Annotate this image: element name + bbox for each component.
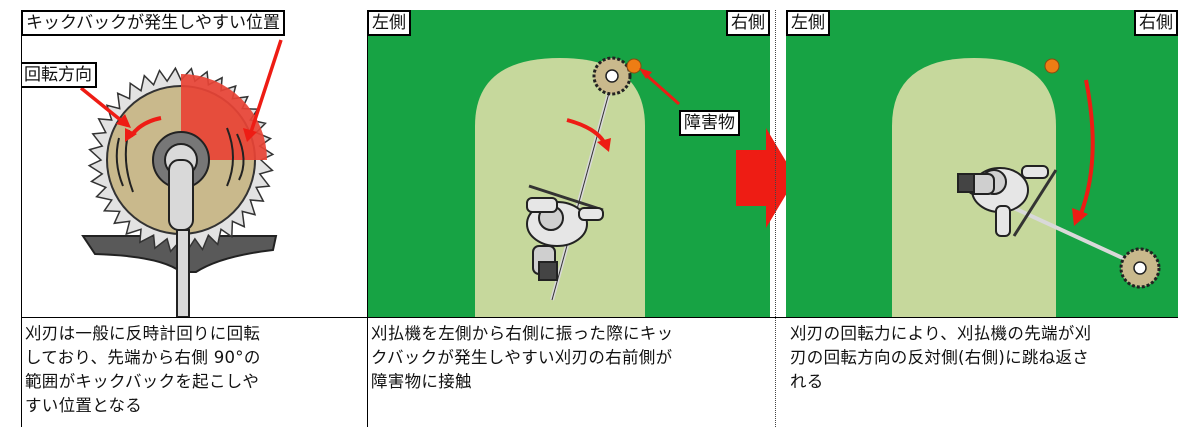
operator-icon [526, 197, 604, 281]
caption-line: 刈刃の回転力により、刈払機の先端が刈 [790, 324, 1092, 343]
frame-left [21, 10, 22, 427]
label-obstacle: 障害物 [679, 110, 740, 136]
saw-blade-icon [1119, 247, 1161, 289]
caption-line: しており、先端から右側 90°の [25, 348, 261, 367]
caption-line: クバックが発生しやすい刈刃の右前側が [371, 348, 673, 367]
operator-icon [957, 165, 1049, 237]
label-right-side: 右側 [1134, 10, 1178, 36]
caption-line: れる [790, 372, 824, 391]
panel-blade-diagram: キックバックが発生しやすい位置 回転方向 [21, 10, 367, 317]
panel-kickback-result: 左側 右側 [786, 10, 1178, 317]
frame-divider-1 [367, 10, 368, 427]
label-rotation-direction: 回転方向 [21, 62, 97, 88]
caption-line: 範囲がキックバックを起こしや [25, 372, 260, 391]
label-right-side: 右側 [726, 10, 770, 36]
caption-line: 障害物に接触 [371, 372, 472, 391]
caption-contact: 刈払機を左側から右側に振った際にキッ クバックが発生しやすい刈刃の右前側が 障害… [371, 322, 771, 394]
frame-caption-top [21, 317, 1178, 318]
saw-blade-icon [79, 39, 283, 317]
caption-line: 刃の回転方向の反対側(右側)に跳ね返さ [790, 348, 1090, 367]
obstacle-icon [626, 58, 642, 74]
scene-contact [475, 56, 680, 317]
caption-line: 刈刃は一般に反時計回りに回転 [25, 324, 261, 343]
caption-line: すい位置となる [25, 396, 143, 415]
label-left-side: 左側 [367, 10, 411, 36]
scene-kickback [892, 58, 1161, 317]
obstacle-icon [1044, 58, 1060, 74]
saw-blade-icon [592, 56, 632, 96]
panel-contact-obstacle: 左側 右側 障害物 [367, 10, 770, 317]
caption-blade: 刈刃は一般に反時計回りに回転 しており、先端から右側 90°の 範囲がキックバッ… [25, 322, 365, 418]
transition-arrow-icon [736, 128, 796, 228]
panel-separator [775, 10, 776, 427]
label-left-side: 左側 [786, 10, 830, 36]
caption-kickback: 刈刃の回転力により、刈払機の先端が刈 刃の回転方向の反対側(右側)に跳ね返さ れ… [790, 322, 1176, 394]
label-kickback-position: キックバックが発生しやすい位置 [21, 10, 285, 36]
caption-line: 刈払機を左側から右側に振った際にキッ [371, 324, 674, 343]
